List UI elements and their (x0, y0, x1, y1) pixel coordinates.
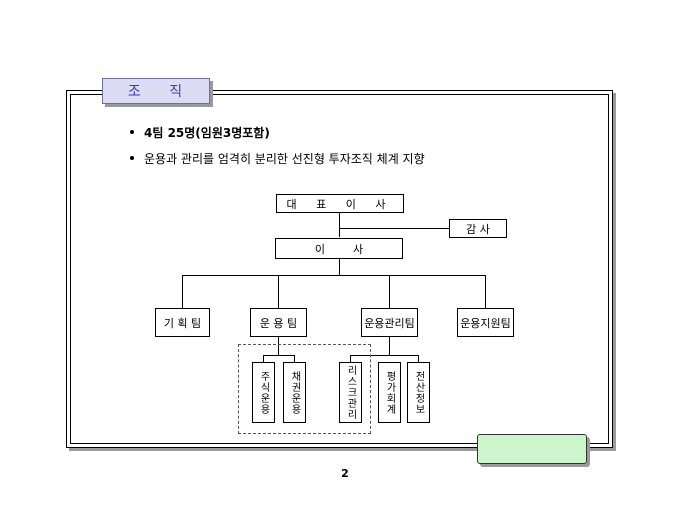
bullet-text: 4팀 25명(임원3명포함) (144, 125, 270, 140)
connector-line (339, 259, 340, 275)
subunit-box-risk: 리스크관리 (339, 362, 362, 423)
page-number: 2 (341, 467, 349, 480)
bullet-list: 4팀 25명(임원3명포함) 운용과 관리를 엄격히 분리한 선진형 투자조직 … (130, 122, 425, 174)
director-box: 이 사 (275, 238, 403, 259)
connector-line (389, 337, 390, 355)
connector-line (350, 355, 351, 362)
connector-line (182, 275, 485, 276)
team-box-operations: 운 용 팀 (250, 308, 307, 337)
bullet-item: 4팀 25명(임원3명포함) (130, 122, 425, 142)
bullet-icon (130, 156, 134, 160)
subunit-box-equity: 주식운용 (252, 362, 275, 423)
team-box-ops-management: 운용관리팀 (361, 308, 418, 337)
team-box-ops-support: 운용지원팀 (457, 308, 514, 337)
connector-line (350, 355, 418, 356)
subunit-box-bond: 채권운용 (283, 362, 306, 423)
connector-line (182, 275, 183, 308)
connector-line (278, 337, 279, 355)
subunit-box-valuation: 평가회계 (378, 362, 401, 423)
auditor-box: 감 사 (449, 219, 507, 238)
connector-line (263, 355, 264, 362)
ceo-box: 대 표 이 사 (276, 194, 404, 213)
connector-line (389, 275, 390, 308)
subunit-box-it: 전산정보 (407, 362, 430, 423)
connector-line (263, 355, 294, 356)
connector-line (339, 213, 340, 237)
section-title: 조 직 (102, 78, 210, 104)
connector-line (278, 275, 279, 308)
bullet-icon (130, 130, 134, 134)
investment-group-outline (238, 344, 371, 434)
green-label-box (477, 434, 587, 464)
connector-line (339, 228, 449, 229)
bullet-text: 운용과 관리를 엄격히 분리한 선진형 투자조직 체계 지향 (144, 151, 425, 166)
team-box-planning: 기 획 팀 (155, 308, 210, 337)
connector-line (418, 355, 419, 362)
connector-line (294, 355, 295, 362)
bullet-item: 운용과 관리를 엄격히 분리한 선진형 투자조직 체계 지향 (130, 148, 425, 168)
connector-line (485, 275, 486, 308)
